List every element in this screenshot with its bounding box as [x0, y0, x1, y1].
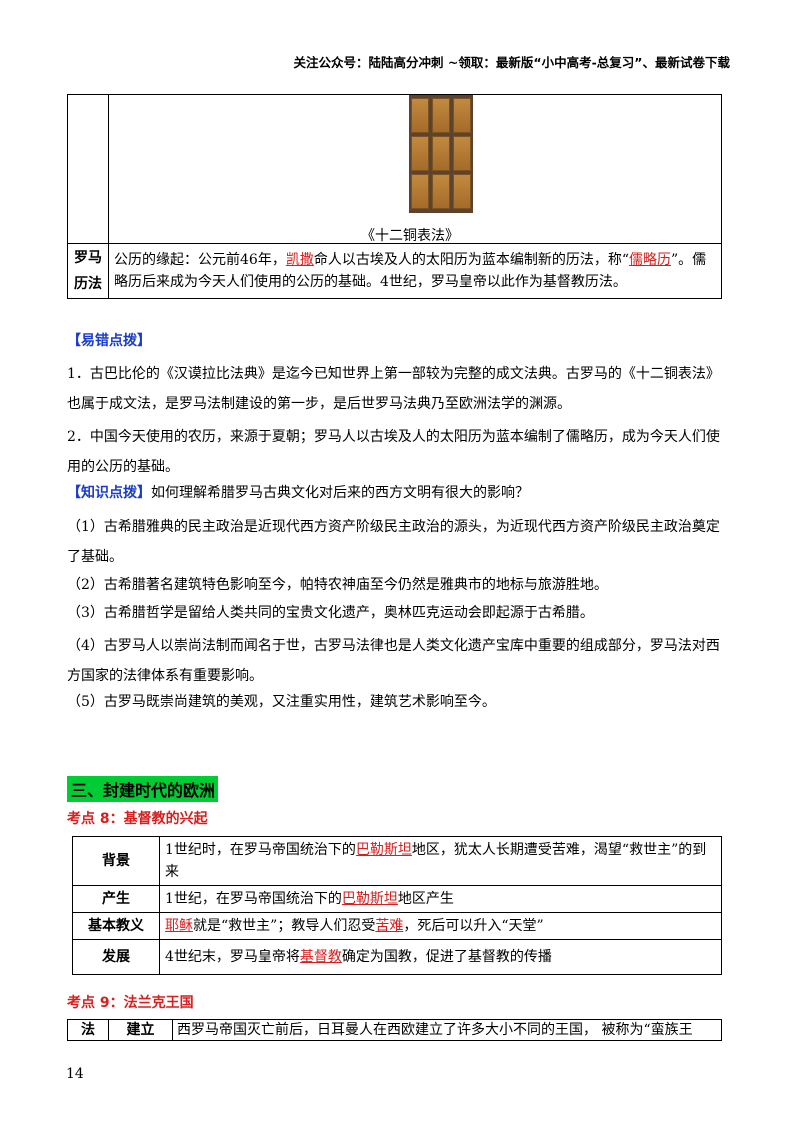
col-fa: 法: [67, 1019, 109, 1041]
christianity-table: 背景 1世纪时，在罗马帝国统治下的巴勒斯坦地区，犹太人长期遭受苦难，渴望“救世主…: [72, 836, 722, 975]
page-header: 关注公众号：陆陆高分冲刺 ~领取：最新版“小中高考-总复习”、最新试卷下载: [293, 55, 730, 70]
kaodian-8-title: 考点 8：基督教的兴起: [67, 811, 208, 827]
empty-label-cell: [67, 94, 109, 244]
kaodian-9-title: 考点 9：法兰克王国: [67, 995, 194, 1011]
section-heading: 三、封建时代的欧洲: [67, 776, 219, 802]
term-caesar: 凯撒: [285, 252, 314, 268]
twelve-tables-image: [409, 95, 473, 213]
zhishi-item-5: （5）古罗马既崇尚建筑的美观，又注重实用性，建筑艺术影响至今。: [67, 694, 496, 710]
frankish-table: 法 建立 西罗马帝国灭亡前后，日耳曼人在西欧建立了许多大小不同的王国， 被称为“…: [67, 1019, 722, 1041]
image-caption: 《十二铜表法》: [361, 228, 459, 244]
row-label: 基本教义: [72, 912, 160, 940]
row-content: 1世纪时，在罗马帝国统治下的巴勒斯坦地区，犹太人长期遭受苦难，渴望“救世主”的到…: [159, 836, 722, 886]
zhishi-item-2: （2）古希腊著名建筑特色影响至今，帕特农神庙至今仍然是雅典市的地标与旅游胜地。: [67, 577, 608, 593]
zhishi-item-4: （4）古罗马人以崇尚法制而闻名于世，古罗马法律也是人类文化遗产宝库中重要的组成部…: [67, 638, 720, 684]
zhishi-heading: 【知识点拨】如何理解希腊罗马古典文化对后来的西方文明有很大的影响？: [67, 485, 529, 501]
table-row: 产生 1世纪，在罗马帝国统治下的巴勒斯坦地区产生: [72, 885, 722, 913]
yicuo-point-1: 1．古巴比伦的《汉谟拉比法典》是迄今已知世界上第一部较为完整的成文法典。古罗马的…: [67, 366, 720, 412]
rome-table: 《十二铜表法》 罗马历法 公历的缘起：公元前46年，凯撒命人以古埃及人的太阳历为…: [67, 94, 722, 299]
zhishi-item-1: （1）古希腊雅典的民主政治是近现代西方资产阶级民主政治的源头，为近现代西方资产阶…: [67, 519, 720, 565]
row-content: 1世纪，在罗马帝国统治下的巴勒斯坦地区产生: [159, 885, 722, 913]
col-content: 西罗马帝国灭亡前后，日耳曼人在西欧建立了许多大小不同的王国， 被称为“蛮族王: [172, 1019, 722, 1041]
zhishi-item-3: （3）古希腊哲学是留给人类共同的宝贵文化遗产，奥林匹克运动会即起源于古希腊。: [67, 605, 594, 621]
table-row: 背景 1世纪时，在罗马帝国统治下的巴勒斯坦地区，犹太人长期遭受苦难，渴望“救世主…: [72, 836, 722, 886]
table-row: 法 建立 西罗马帝国灭亡前后，日耳曼人在西欧建立了许多大小不同的王国， 被称为“…: [67, 1019, 722, 1041]
row-label: 背景: [72, 836, 160, 886]
row-content: 4世纪末，罗马皇帝将基督教确定为国教，促进了基督教的传播: [159, 939, 722, 975]
page-number: 14: [66, 1066, 84, 1082]
term-julian-calendar: 儒略历: [628, 252, 671, 268]
row-label: 产生: [72, 885, 160, 913]
roman-calendar-label: 罗马历法: [67, 243, 109, 299]
table-row: 基本教义 耶稣就是“救世主”；教导人们忍受苦难，死后可以升入“天堂”: [72, 912, 722, 940]
yicuo-point-2: 2．中国今天使用的农历，来源于夏朝；罗马人以古埃及人的太阳历为蓝本编制了儒略历，…: [67, 429, 720, 475]
roman-calendar-text: 公历的缘起：公元前46年，凯撒命人以古埃及人的太阳历为蓝本编制新的历法，称“儒略…: [108, 243, 722, 299]
table-row: 发展 4世纪末，罗马皇帝将基督教确定为国教，促进了基督教的传播: [72, 939, 722, 975]
row-label: 发展: [72, 939, 160, 975]
yicuo-title: 【易错点拨】: [67, 333, 151, 349]
row-content: 耶稣就是“救世主”；教导人们忍受苦难，死后可以升入“天堂”: [159, 912, 722, 940]
col-establish: 建立: [108, 1019, 173, 1041]
image-cell: 《十二铜表法》: [108, 94, 722, 244]
